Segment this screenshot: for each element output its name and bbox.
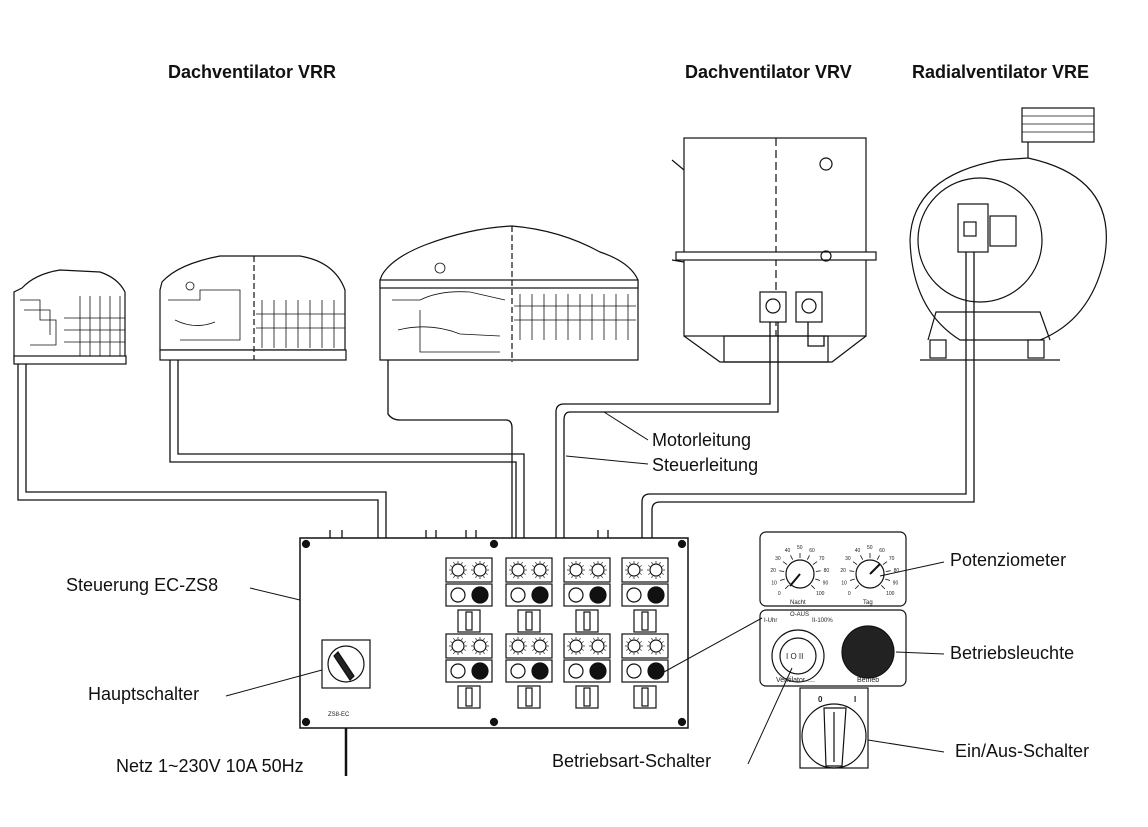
dial-scale-label: 70 bbox=[889, 556, 895, 562]
label-netz: Netz 1~230V 10A 50Hz bbox=[116, 756, 304, 776]
switch-on-label: I bbox=[854, 695, 856, 704]
switch-off-label: 0 bbox=[818, 695, 823, 704]
control-module bbox=[621, 557, 669, 633]
dial-scale-label: 10 bbox=[771, 580, 777, 586]
label-motorleitung: Motorleitung bbox=[652, 430, 752, 450]
label-potenziometer: Potenziometer bbox=[950, 550, 1067, 570]
fan-vrr-medium bbox=[159, 255, 347, 361]
control-module bbox=[505, 633, 553, 709]
mode-left-label: I-Uhr bbox=[764, 618, 777, 624]
dial-scale-label: 100 bbox=[886, 591, 895, 597]
dial-ticks bbox=[779, 553, 891, 590]
fan-vrv bbox=[671, 137, 877, 363]
dial-tick bbox=[881, 585, 886, 590]
dial-scale-label: 50 bbox=[867, 545, 873, 551]
label-steuerleitung: Steuerleitung bbox=[652, 455, 759, 475]
dial-tick bbox=[790, 555, 794, 560]
dial-tick bbox=[876, 555, 880, 560]
dial-scale-label: 90 bbox=[893, 580, 899, 586]
dial-scale-label: 10 bbox=[841, 580, 847, 586]
label-einaus: Ein/Aus-Schalter bbox=[955, 741, 1090, 761]
mode-right-label: II-100% bbox=[812, 618, 833, 624]
dial-scale-label: 40 bbox=[855, 548, 861, 554]
dial-tick bbox=[854, 585, 859, 590]
dial-tick bbox=[852, 561, 858, 565]
dial-tick bbox=[849, 570, 855, 572]
knob-right-label: Tag bbox=[863, 600, 873, 606]
dial-tick bbox=[860, 555, 864, 560]
control-module bbox=[563, 557, 611, 633]
label-hauptschalter: Hauptschalter bbox=[88, 684, 200, 704]
dial-scale-label: 40 bbox=[785, 548, 791, 554]
dial-scale-label: 80 bbox=[894, 568, 900, 574]
dial-tick bbox=[849, 578, 855, 581]
dial-tick bbox=[815, 578, 821, 581]
dial-scale-label: 60 bbox=[879, 548, 885, 554]
dial-tick bbox=[815, 570, 821, 572]
dial-scale-label: 100 bbox=[816, 591, 825, 597]
dial-tick bbox=[784, 585, 789, 590]
dial-tick bbox=[782, 561, 788, 565]
title-vrv: Dachventilator VRV bbox=[685, 62, 852, 82]
dial-scale-label: 60 bbox=[809, 548, 815, 554]
dial-scale-label: 70 bbox=[819, 556, 825, 562]
fan-vre bbox=[909, 107, 1107, 361]
knob-left-label: Nacht bbox=[790, 600, 806, 606]
control-module bbox=[563, 633, 611, 709]
box-model-label: ZS8-EC bbox=[328, 712, 350, 718]
mode-center-label: O-AUS bbox=[790, 612, 809, 618]
mode-switch-glyph: I O II bbox=[786, 652, 803, 661]
fan-vrr-large bbox=[379, 225, 639, 362]
dial-tick bbox=[812, 561, 818, 565]
control-module bbox=[445, 557, 493, 633]
callout-lines bbox=[225, 411, 945, 765]
dial-scale-label: 20 bbox=[770, 568, 776, 574]
betrieb-label: Betrieb bbox=[857, 677, 879, 684]
dial-scale-label: 0 bbox=[778, 591, 781, 597]
control-modules bbox=[445, 557, 669, 709]
control-module bbox=[621, 633, 669, 709]
label-steuerung: Steuerung EC-ZS8 bbox=[66, 575, 219, 595]
label-betriebsleuchte: Betriebsleuchte bbox=[950, 643, 1075, 663]
ventilator-label: Ventilator .... bbox=[776, 677, 815, 684]
dial-scale-label: 80 bbox=[824, 568, 830, 574]
panel-text: ZS8-EC Nacht Tag I-Uhr O-AUS II-100% I O… bbox=[328, 600, 879, 718]
detail-panel bbox=[759, 531, 907, 769]
dial-tick bbox=[885, 570, 891, 572]
title-vrr: Dachventilator VRR bbox=[168, 62, 337, 82]
control-module bbox=[445, 633, 493, 709]
dial-tick bbox=[779, 578, 785, 581]
dial-scale-label: 50 bbox=[797, 545, 803, 551]
dial-tick bbox=[806, 555, 810, 560]
dial-scale-label: 20 bbox=[840, 568, 846, 574]
dial-scale-label: 90 bbox=[823, 580, 829, 586]
dial-tick bbox=[779, 570, 785, 572]
label-betriebsart: Betriebsart-Schalter bbox=[552, 751, 712, 771]
dial-scale-label: 30 bbox=[845, 556, 851, 562]
dial-scale-label: 0 bbox=[848, 591, 851, 597]
fan-vrr-small bbox=[13, 269, 127, 365]
dial-tick bbox=[885, 578, 891, 581]
dial-tick bbox=[811, 585, 816, 590]
dial-tick bbox=[882, 561, 888, 565]
control-module bbox=[505, 557, 553, 633]
title-vre: Radialventilator VRE bbox=[912, 62, 1090, 82]
dial-scale-label: 30 bbox=[775, 556, 781, 562]
